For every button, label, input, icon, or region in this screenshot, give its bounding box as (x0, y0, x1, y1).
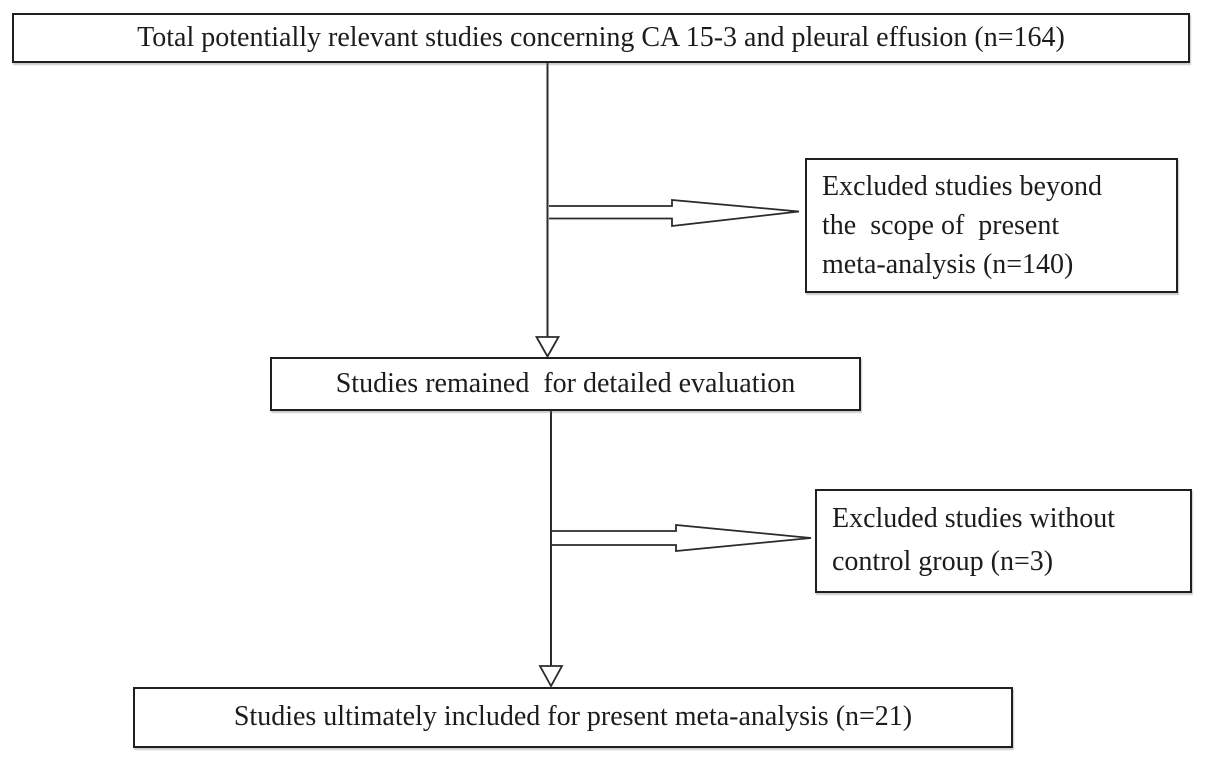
arrow-right-to-excluded-scope (549, 199, 800, 228)
arrowhead-down-to-remained (534, 336, 561, 359)
box-excluded-scope: Excluded studies beyond the scope of pre… (805, 158, 1178, 293)
box-total-studies: Total potentially relevant studies conce… (12, 13, 1190, 63)
box-studies-included-label: Studies ultimately included for present … (233, 701, 913, 733)
box-excluded-no-control-label: Excluded studies without control group (… (832, 503, 1116, 577)
arrow-right-to-excluded-control (552, 524, 812, 552)
box-excluded-no-control: Excluded studies without control group (… (815, 489, 1192, 593)
box-total-studies-label: Total potentially relevant studies conce… (137, 21, 1065, 53)
arrowhead-down-to-included (538, 665, 564, 688)
box-studies-remained: Studies remained for detailed evaluation (270, 357, 861, 411)
box-studies-remained-label: Studies remained for detailed evaluation (335, 367, 796, 399)
box-studies-included: Studies ultimately included for present … (133, 687, 1013, 748)
box-excluded-scope-label: Excluded studies beyond the scope of pre… (822, 170, 1102, 281)
